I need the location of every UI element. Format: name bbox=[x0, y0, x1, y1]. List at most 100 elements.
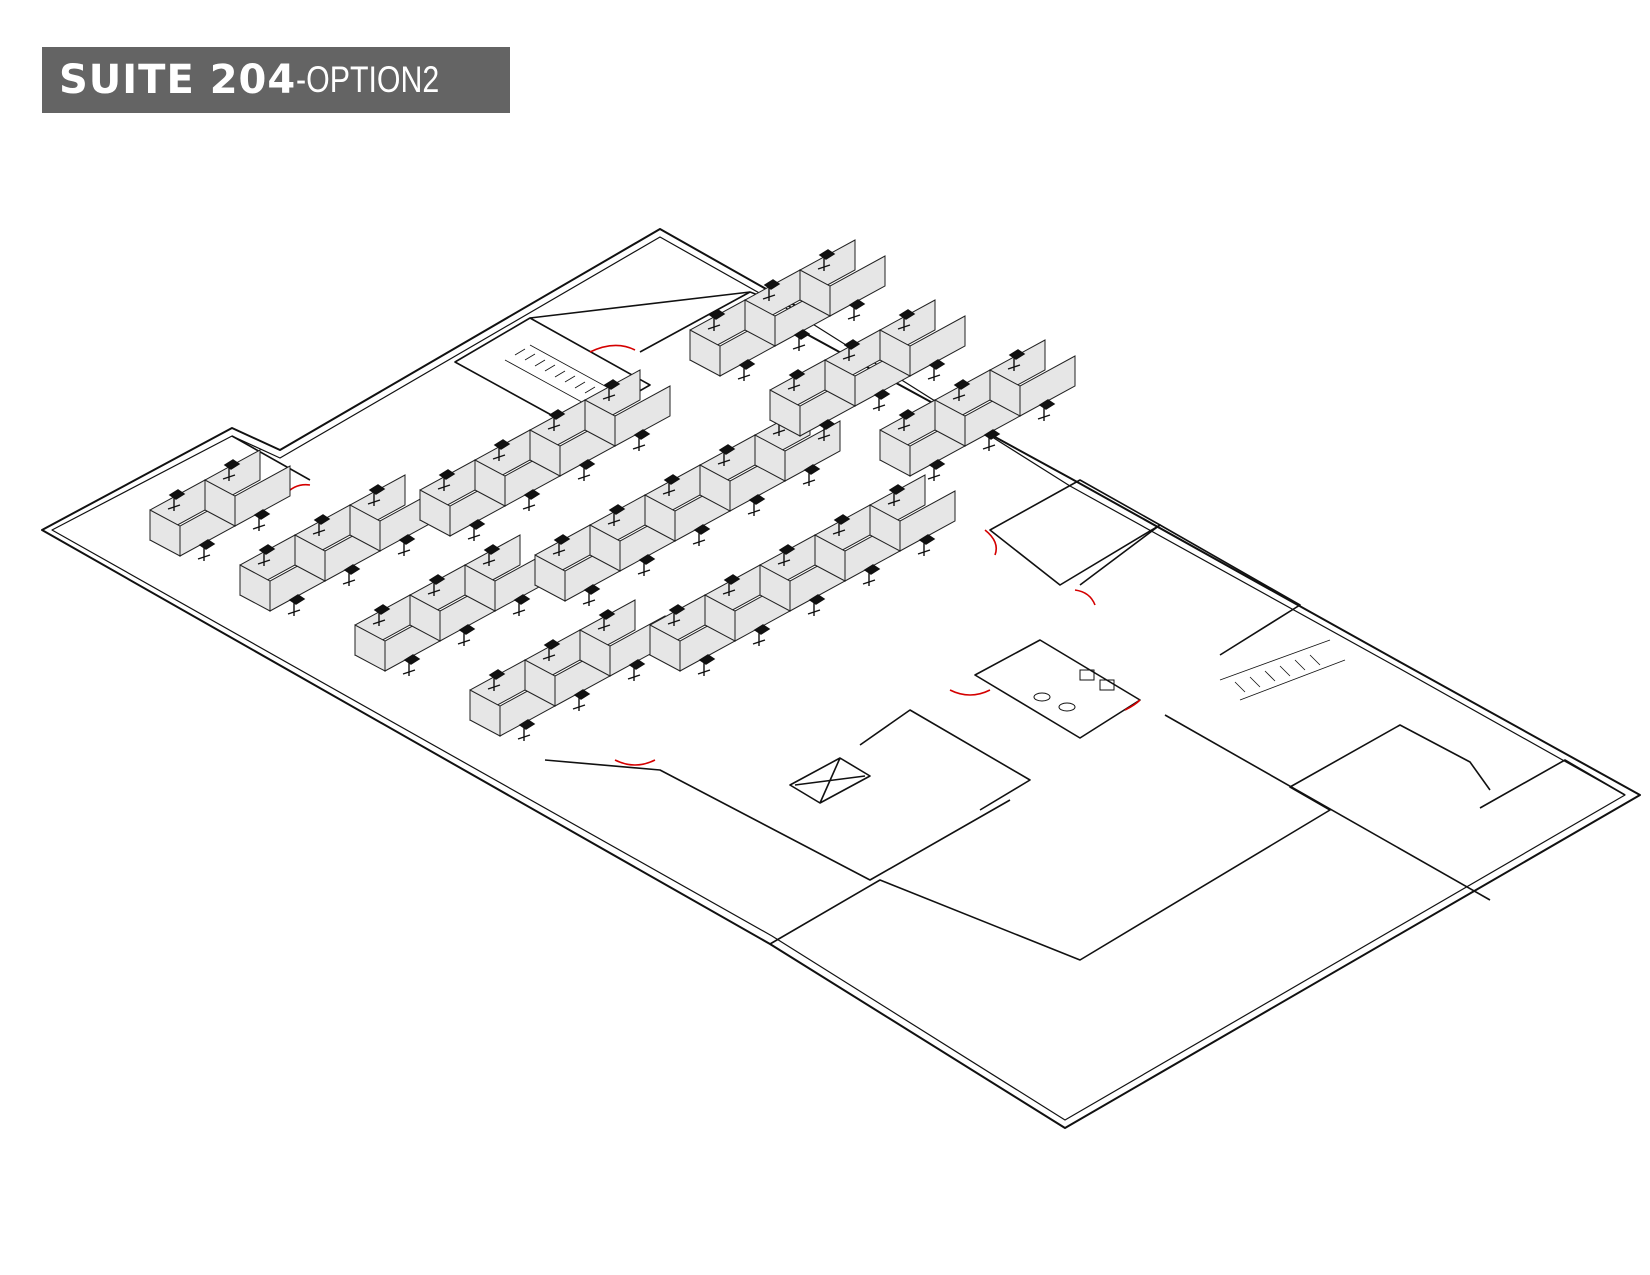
office-chair-icon bbox=[367, 484, 386, 506]
office-chair-icon bbox=[547, 409, 566, 431]
door-swing bbox=[949, 689, 991, 696]
office-chair-icon bbox=[607, 504, 626, 526]
partition-corridor bbox=[544, 759, 1011, 881]
office-chair-icon bbox=[627, 659, 646, 681]
office-chair-icon bbox=[697, 654, 716, 676]
office-chair-icon bbox=[397, 534, 416, 556]
office-chair-icon bbox=[522, 489, 541, 511]
office-chair-icon bbox=[707, 309, 726, 331]
office-chair-icon bbox=[1007, 349, 1026, 371]
office-chair-icon bbox=[722, 574, 741, 596]
office-chair-icon bbox=[577, 459, 596, 481]
elevator-shaft bbox=[789, 757, 871, 804]
office-chair-icon bbox=[457, 624, 476, 646]
office-chair-icon bbox=[427, 574, 446, 596]
office-chair-icon bbox=[842, 339, 861, 361]
door-swing bbox=[1124, 699, 1141, 711]
office-chair-icon bbox=[807, 594, 826, 616]
office-chair-icon bbox=[492, 439, 511, 461]
office-chair-icon bbox=[312, 514, 331, 536]
toilet-icon bbox=[1033, 692, 1051, 702]
office-chair-icon bbox=[927, 459, 946, 481]
office-chair-icon bbox=[897, 309, 916, 331]
staircase-icon bbox=[1219, 639, 1346, 701]
office-chair-icon bbox=[597, 609, 616, 631]
partition-large-room bbox=[769, 724, 1491, 961]
restroom-block bbox=[974, 639, 1141, 739]
partition-upper-room bbox=[454, 317, 651, 429]
office-chair-icon bbox=[552, 534, 571, 556]
office-chair-icon bbox=[667, 604, 686, 626]
office-chair-icon bbox=[982, 429, 1001, 451]
door-swing bbox=[589, 344, 636, 353]
title-suffix: -OPTION2 bbox=[296, 59, 440, 100]
toilet-icon bbox=[1058, 702, 1076, 712]
office-chair-icon bbox=[482, 544, 501, 566]
office-chair-icon bbox=[257, 544, 276, 566]
office-chair-icon bbox=[582, 584, 601, 606]
office-chair-icon bbox=[872, 389, 891, 411]
title-banner: SUITE 204-OPTION2 bbox=[42, 47, 510, 113]
cubicle-clusters bbox=[149, 239, 1076, 741]
partition-left-room bbox=[231, 435, 311, 481]
office-chair-icon bbox=[897, 409, 916, 431]
office-chair-icon bbox=[517, 719, 536, 741]
office-chair-icon bbox=[752, 624, 771, 646]
office-chair-icon bbox=[927, 359, 946, 381]
office-chair-icon bbox=[762, 279, 781, 301]
office-chair-icon bbox=[787, 369, 806, 391]
office-chair-icon bbox=[632, 429, 651, 451]
office-chair-icon bbox=[692, 524, 711, 546]
cubicle-panel bbox=[909, 315, 966, 377]
office-chair-icon bbox=[817, 419, 836, 441]
office-chair-icon bbox=[847, 299, 866, 321]
office-chair-icon bbox=[572, 689, 591, 711]
office-chair-icon bbox=[1037, 399, 1056, 421]
office-chair-icon bbox=[487, 669, 506, 691]
office-chair-icon bbox=[167, 489, 186, 511]
office-chair-icon bbox=[862, 564, 881, 586]
office-chair-icon bbox=[777, 544, 796, 566]
office-chair-icon bbox=[747, 494, 766, 516]
office-chair-icon bbox=[662, 474, 681, 496]
partition-lower-right bbox=[1164, 714, 1491, 901]
cubicle-panel bbox=[614, 385, 671, 447]
office-chair-icon bbox=[637, 554, 656, 576]
office-chair-icon bbox=[792, 329, 811, 351]
partition-rt-small bbox=[1479, 759, 1626, 809]
office-chair-icon bbox=[372, 604, 391, 626]
office-chair-icon bbox=[342, 564, 361, 586]
cubicle-panel bbox=[899, 490, 956, 552]
office-chair-icon bbox=[252, 509, 271, 531]
cubicle-panel bbox=[234, 465, 291, 527]
office-chair-icon bbox=[917, 534, 936, 556]
cubicle-panel bbox=[1019, 355, 1076, 417]
title-main: SUITE 204 bbox=[59, 57, 297, 103]
office-chair-icon bbox=[817, 249, 836, 271]
door-swing bbox=[1074, 589, 1096, 606]
office-chair-icon bbox=[952, 379, 971, 401]
office-chair-icon bbox=[832, 514, 851, 536]
office-chair-icon bbox=[222, 459, 241, 481]
office-chair-icon bbox=[197, 539, 216, 561]
door-swing bbox=[984, 529, 998, 556]
office-chair-icon bbox=[512, 594, 531, 616]
door-swing bbox=[614, 759, 656, 766]
office-chair-icon bbox=[887, 484, 906, 506]
partition-right-office-2 bbox=[1079, 524, 1301, 656]
office-chair-icon bbox=[402, 654, 421, 676]
office-chair-icon bbox=[437, 469, 456, 491]
office-chair-icon bbox=[287, 594, 306, 616]
office-chair-icon bbox=[737, 359, 756, 381]
sink-icon bbox=[1099, 679, 1115, 691]
office-chair-icon bbox=[602, 379, 621, 401]
exterior-wall-outer bbox=[41, 228, 1641, 1129]
cubicle-panel bbox=[829, 255, 886, 317]
office-chair-icon bbox=[467, 519, 486, 541]
office-chair-icon bbox=[717, 444, 736, 466]
office-chair-icon bbox=[542, 639, 561, 661]
partition-lower-office bbox=[859, 709, 1031, 811]
partition-door-wall bbox=[639, 291, 751, 353]
partition-right-office-1 bbox=[989, 479, 1161, 586]
